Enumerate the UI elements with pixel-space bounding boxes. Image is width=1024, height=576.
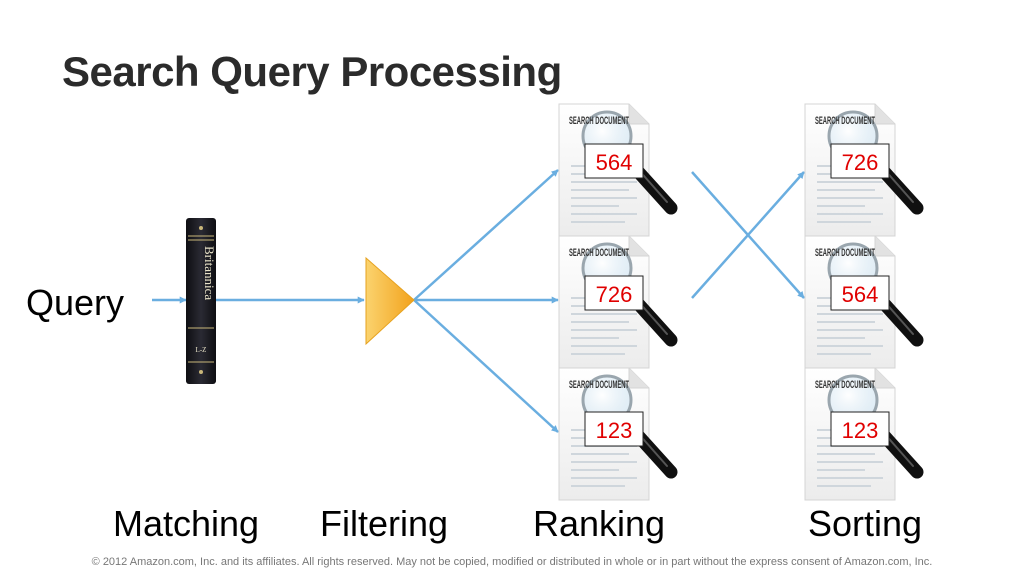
arrow-rank2-to-sort1 — [691, 171, 805, 299]
doc-header: SEARCH DOCUMENT — [569, 115, 629, 127]
doc-header: SEARCH DOCUMENT — [815, 379, 875, 391]
sorting-doc-2: SEARCH DOCUMENT 564 — [805, 236, 917, 368]
arrow-filter-to-rank-3 — [413, 299, 559, 433]
filter-triangle-icon — [365, 256, 415, 346]
stage-label-matching: Matching — [113, 503, 260, 544]
ranking-doc-1: SEARCH DOCUMENT 564 — [559, 104, 671, 236]
book-title: Britannica — [202, 246, 217, 300]
doc-number: 123 — [596, 418, 633, 443]
doc-number: 564 — [842, 282, 879, 307]
sorting-doc-3: SEARCH DOCUMENT 123 — [805, 368, 917, 500]
book-icon: Britannica L-Z — [186, 218, 217, 384]
stage-label-sorting: Sorting — [808, 503, 923, 544]
query-label: Query — [26, 282, 125, 323]
doc-number: 726 — [596, 282, 633, 307]
slide-title: Search Query Processing — [62, 48, 562, 95]
doc-header: SEARCH DOCUMENT — [569, 247, 629, 259]
copyright-footer: © 2012 Amazon.com, Inc. and its affiliat… — [91, 556, 933, 568]
book-volume: L-Z — [196, 346, 207, 354]
sorting-doc-1: SEARCH DOCUMENT 726 — [805, 104, 917, 236]
ranking-doc-3: SEARCH DOCUMENT 123 — [559, 368, 671, 500]
doc-number: 726 — [842, 150, 879, 175]
arrow-filter-to-rank-1 — [413, 169, 559, 301]
doc-number: 564 — [596, 150, 633, 175]
ranking-doc-2: SEARCH DOCUMENT 726 — [559, 236, 671, 368]
doc-header: SEARCH DOCUMENT — [569, 379, 629, 391]
doc-number: 123 — [842, 418, 879, 443]
stage-label-filtering: Filtering — [320, 503, 449, 544]
stage-label-ranking: Ranking — [533, 503, 666, 544]
doc-header: SEARCH DOCUMENT — [815, 247, 875, 259]
doc-header: SEARCH DOCUMENT — [815, 115, 875, 127]
